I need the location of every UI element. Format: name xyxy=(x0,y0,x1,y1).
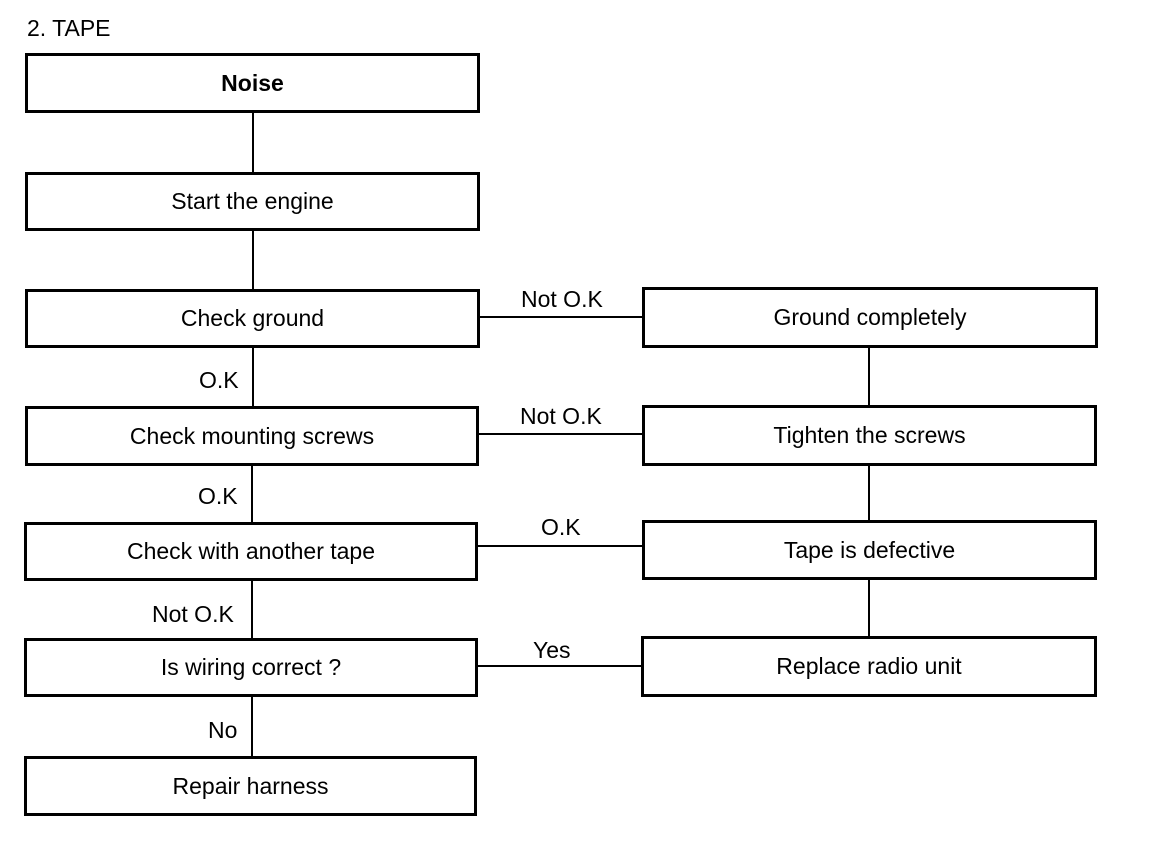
connector-wiring-to-harness xyxy=(251,697,253,756)
connector-tape-to-wiring xyxy=(251,581,253,638)
connector-screws-to-tighten xyxy=(479,433,642,435)
box-tighten-screws: Tighten the screws xyxy=(642,405,1097,466)
label-wiring-no: No xyxy=(208,717,238,743)
connector-screws-to-tape xyxy=(251,466,253,522)
box-check-mounting-screws: Check mounting screws xyxy=(25,406,479,466)
connector-ground-to-ground-completely xyxy=(480,316,642,318)
box-noise: Noise xyxy=(25,53,480,113)
box-tape-defective: Tape is defective xyxy=(642,520,1097,580)
label-wiring-yes: Yes xyxy=(533,637,571,663)
connector-ground-to-screws xyxy=(252,348,254,406)
box-check-another-tape: Check with another tape xyxy=(24,522,478,581)
label-ground-not-ok: Not O.K xyxy=(521,286,603,312)
connector-defective-to-replace xyxy=(868,580,870,636)
connector-tighten-to-defective xyxy=(868,466,870,520)
connector-start-to-ground xyxy=(252,231,254,289)
label-tape-ok: O.K xyxy=(541,514,581,540)
label-screws-not-ok: Not O.K xyxy=(520,403,602,429)
label-tape-not-ok: Not O.K xyxy=(152,601,234,627)
label-ground-ok: O.K xyxy=(199,367,239,393)
connector-wiring-to-replace xyxy=(478,665,641,667)
connector-noise-to-start xyxy=(252,113,254,172)
box-repair-harness: Repair harness xyxy=(24,756,477,816)
box-replace-radio-unit: Replace radio unit xyxy=(641,636,1097,697)
connector-tape-to-defective xyxy=(478,545,642,547)
page-title: 2. TAPE xyxy=(27,15,111,41)
box-start-engine: Start the engine xyxy=(25,172,480,231)
box-ground-completely: Ground completely xyxy=(642,287,1098,348)
box-wiring-correct: Is wiring correct ? xyxy=(24,638,478,697)
connector-ground-completely-to-tighten xyxy=(868,348,870,405)
label-screws-ok: O.K xyxy=(198,483,238,509)
box-check-ground: Check ground xyxy=(25,289,480,348)
